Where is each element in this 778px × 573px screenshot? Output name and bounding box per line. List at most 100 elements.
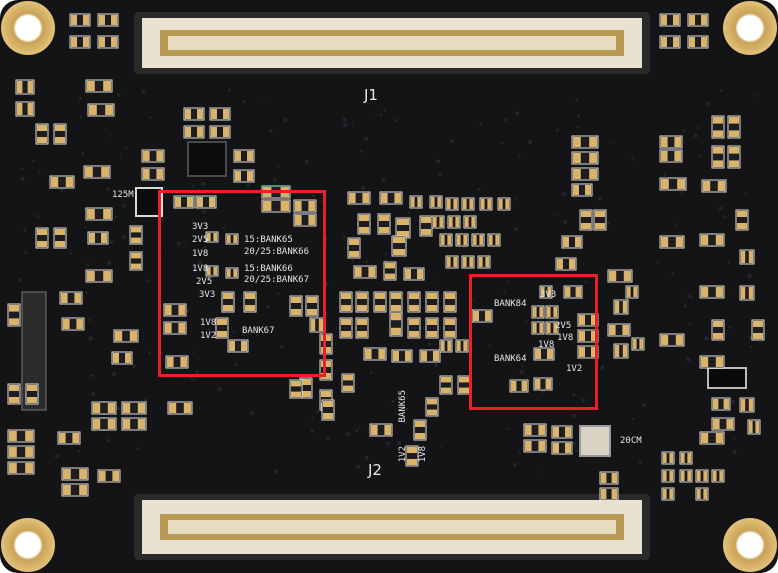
via [563,219,568,224]
smd-part [739,285,755,301]
smd-part [711,417,735,431]
via [631,154,634,157]
smd-part [25,383,39,405]
via [555,128,559,132]
via [744,192,748,195]
via [234,363,238,367]
smd-part [419,349,441,363]
smd-part [739,249,755,265]
via [24,250,28,255]
via [342,117,348,122]
left-volt-c1: 1V2 [200,331,217,341]
via [247,328,250,332]
center-volt-b: 1V8 [418,446,428,463]
smd-part [727,115,741,139]
smd-part [59,291,83,305]
right-bank-bottom: BANK64 [494,354,527,364]
smd-part [571,167,599,181]
diode [707,367,747,389]
smd-part [577,345,599,359]
smd-part [409,195,423,209]
smd-part [7,445,35,459]
via [391,399,395,403]
via [656,261,659,264]
smd-part [607,269,633,283]
via [269,129,273,133]
smd-part [347,237,361,259]
via [312,193,316,198]
via [203,245,207,249]
via [32,159,35,163]
via [122,235,127,240]
smd-part [233,169,255,183]
smd-part [455,233,469,247]
smd-part [699,355,725,369]
smd-part [407,317,421,339]
via [38,171,41,175]
via [208,330,211,333]
smd-part [261,199,291,213]
smd-part [85,269,113,283]
smd-part [571,183,593,197]
smd-part [711,319,725,341]
smd-part [209,125,231,139]
smd-part [631,337,645,351]
smd-part [183,107,205,121]
via [518,154,521,157]
via [20,176,25,181]
via [690,295,693,299]
right-volt-mid-a: 2V5 [555,321,572,331]
via [358,426,361,429]
smd-part [659,135,683,149]
via [345,432,350,436]
smd-part [479,197,493,211]
via [310,429,315,433]
smd-part [305,295,319,317]
via [228,88,231,92]
smd-part [455,339,469,353]
smd-part [679,469,693,483]
smd-part [173,195,195,209]
smd-part [69,35,91,49]
right-volt-top: 3V3 [540,290,557,300]
smd-part [533,377,553,391]
smd-part [391,349,413,363]
smd-part [659,333,685,347]
via [88,318,92,322]
via [266,305,270,309]
center-bank-label: BANK65 [398,390,408,423]
via [503,290,506,293]
via [116,406,121,411]
smd-part [407,291,421,313]
smd-part [699,285,725,299]
via [356,465,361,470]
via [554,213,556,216]
smd-part [571,135,599,149]
smd-part [425,317,439,339]
smd-part [405,445,419,467]
via [111,372,116,377]
via [514,198,517,201]
center-volt-a: 1V2 [398,446,408,463]
smd-part [695,487,709,501]
smd-part [383,261,397,281]
via [663,173,667,176]
smd-part [129,225,143,245]
smd-part [227,339,249,353]
smd-part [445,197,459,211]
smd-part [659,177,687,191]
smd-part [167,401,193,415]
smd-part [215,317,229,339]
smd-part [679,451,693,465]
smd-part [49,175,75,189]
via [202,209,207,214]
via [503,118,507,122]
via [361,186,365,190]
via [723,215,727,219]
via [562,191,567,197]
via [54,454,60,459]
via [217,387,222,391]
via [609,141,612,144]
via [364,260,368,264]
